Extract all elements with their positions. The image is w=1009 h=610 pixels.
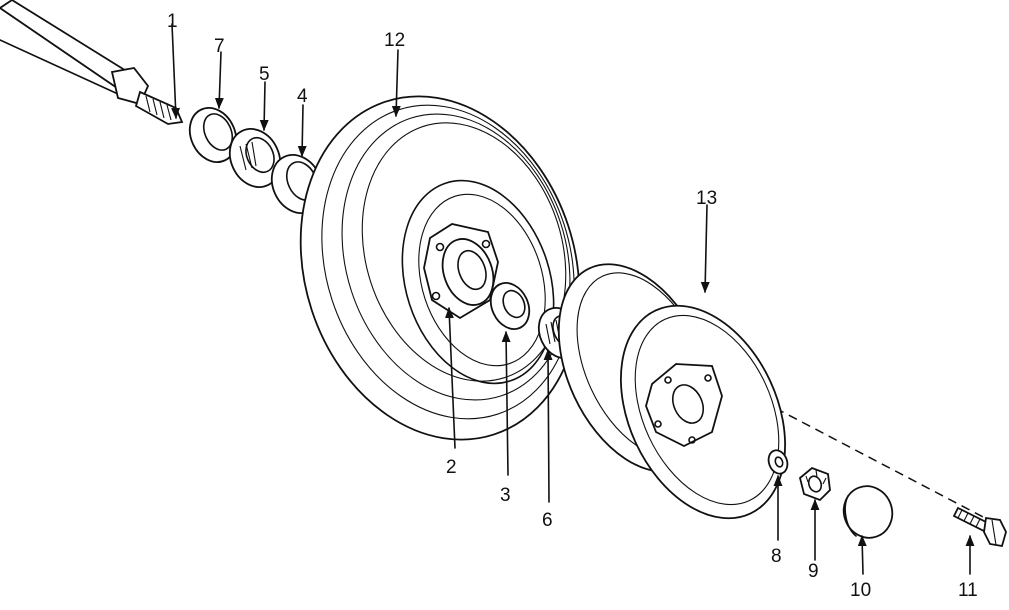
- callout-10: 10: [850, 580, 871, 601]
- callout-11: 11: [958, 580, 978, 601]
- callout-12: 12: [384, 30, 405, 51]
- callout-13: 13: [696, 188, 717, 209]
- callout-3: 3: [500, 485, 511, 506]
- callout-6: 6: [542, 510, 553, 531]
- callout-1: 1: [167, 11, 178, 32]
- washer: [767, 449, 789, 475]
- bearing-cone-5: [228, 128, 282, 188]
- callout-8: 8: [771, 546, 782, 567]
- hub-cap: [842, 485, 894, 539]
- leader-lines: [171, 23, 975, 575]
- callout-9: 9: [808, 561, 819, 582]
- bearing-cup-3: [489, 282, 531, 330]
- castellated-nut: [798, 466, 831, 502]
- callout-7: 7: [214, 36, 225, 57]
- callout-4: 4: [297, 86, 308, 107]
- seal-ring: [188, 107, 238, 163]
- wheel-rim: [557, 263, 786, 520]
- callout-2: 2: [446, 457, 457, 478]
- bolt: [952, 506, 1007, 548]
- axle-spindle: [0, 0, 184, 125]
- callout-5: 5: [259, 64, 270, 85]
